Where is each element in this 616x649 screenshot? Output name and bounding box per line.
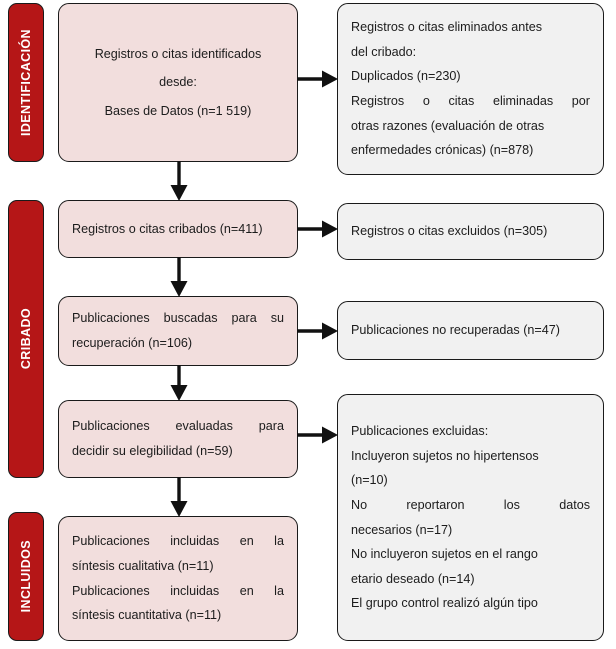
- stage-label-cribado: CRIBADO: [18, 308, 33, 370]
- flow-box-incluidas-line-4: síntesis cuantitativa (n=11): [72, 608, 222, 623]
- flow-box-incluidas-line-3: Publicaciones incluidas en la: [72, 583, 284, 598]
- arrow-down-identificados-to-cribados: [168, 161, 190, 202]
- exclusion-box-no-recuperadas[interactable]: Publicaciones no recuperadas (n=47): [337, 301, 604, 360]
- flow-box-identificados-line-1: Registros o citas identificados: [94, 47, 262, 61]
- arrow-right-evaluadas-to-publicaciones-excluidas: [297, 424, 339, 446]
- flow-box-buscadas-line-2: recuperación (n=106): [72, 336, 193, 350]
- stage-label-incluidos: INCLUIDOS: [18, 540, 33, 613]
- arrow-right-cribados-to-excluidos: [297, 218, 339, 240]
- flow-box-incluidas[interactable]: Publicaciones incluidas en la síntesis c…: [58, 516, 298, 641]
- exclusion-box-publicaciones-excluidas-line-7: etario deseado (n=14): [351, 571, 475, 586]
- exclusion-box-excluidos[interactable]: Registros o citas excluidos (n=305): [337, 203, 604, 260]
- flow-box-identificados-line-3: Bases de Datos (n=1 519): [104, 103, 252, 118]
- exclusion-box-eliminados-antes-line-2: del cribado:: [351, 44, 417, 59]
- flow-box-evaluadas-line-1: Publicaciones evaluadas para: [72, 419, 284, 434]
- flow-box-cribados[interactable]: Registros o citas cribados (n=411): [58, 200, 298, 258]
- exclusion-box-publicaciones-excluidas-line-4: No reportaron los datos: [351, 497, 590, 512]
- exclusion-box-eliminados-antes[interactable]: Registros o citas eliminados antes del c…: [337, 3, 604, 175]
- flow-box-buscadas[interactable]: Publicaciones buscadas para su recuperac…: [58, 296, 298, 366]
- flow-box-evaluadas-line-2: decidir su elegibilidad (n=59): [72, 444, 233, 458]
- exclusion-box-publicaciones-excluidas-line-3: (n=10): [351, 473, 388, 488]
- exclusion-box-publicaciones-excluidas-line-8: El grupo control realizó algún tipo: [351, 596, 538, 611]
- flow-box-incluidas-line-1: Publicaciones incluidas en la: [72, 534, 284, 549]
- flow-box-identificados[interactable]: Registros o citas identificados desde: B…: [58, 3, 298, 162]
- exclusion-box-eliminados-antes-line-6: enfermedades crónicas) (n=878): [351, 143, 534, 158]
- exclusion-box-eliminados-antes-line-1: Registros o citas eliminados antes: [351, 20, 543, 35]
- exclusion-box-publicaciones-excluidas-line-6: No incluyeron sujetos en el rango: [351, 547, 538, 562]
- arrow-right-identificados-to-eliminados: [297, 68, 339, 90]
- exclusion-box-publicaciones-excluidas-line-5: necesarios (n=17): [351, 522, 453, 537]
- flow-box-incluidas-line-2: síntesis cualitativa (n=11): [72, 558, 214, 573]
- arrow-down-buscadas-to-evaluadas: [168, 365, 190, 402]
- flow-box-cribados-line-1: Registros o citas cribados (n=411): [72, 221, 263, 236]
- exclusion-box-publicaciones-excluidas[interactable]: Publicaciones excluidas: Incluyeron suje…: [337, 394, 604, 641]
- stage-bar-incluidos: INCLUIDOS: [8, 512, 44, 641]
- flow-box-buscadas-line-1: Publicaciones buscadas para su: [72, 311, 284, 326]
- exclusion-box-eliminados-antes-line-4: Registros o citas eliminadas por: [351, 94, 590, 108]
- arrow-down-cribados-to-buscadas: [168, 257, 190, 298]
- stage-label-identificacion: IDENTIFICACIÓN: [18, 29, 33, 136]
- exclusion-box-eliminados-antes-line-5: otras razones (evaluación de otras: [351, 118, 545, 133]
- flow-box-identificados-line-2: desde:: [159, 75, 197, 90]
- stage-bar-cribado: CRIBADO: [8, 200, 44, 478]
- exclusion-box-no-recuperadas-line-1: Publicaciones no recuperadas (n=47): [351, 323, 560, 338]
- arrow-right-buscadas-to-no-recuperadas: [297, 320, 339, 342]
- exclusion-box-publicaciones-excluidas-line-2: Incluyeron sujetos no hipertensos: [351, 448, 539, 463]
- arrow-down-evaluadas-to-incluidas: [168, 477, 190, 518]
- exclusion-box-eliminados-antes-line-3: Duplicados (n=230): [351, 69, 461, 84]
- exclusion-box-publicaciones-excluidas-line-1: Publicaciones excluidas:: [351, 424, 489, 439]
- flow-box-evaluadas[interactable]: Publicaciones evaluadas para decidir su …: [58, 400, 298, 478]
- stage-bar-identificacion: IDENTIFICACIÓN: [8, 3, 44, 162]
- exclusion-box-excluidos-line-1: Registros o citas excluidos (n=305): [351, 224, 548, 239]
